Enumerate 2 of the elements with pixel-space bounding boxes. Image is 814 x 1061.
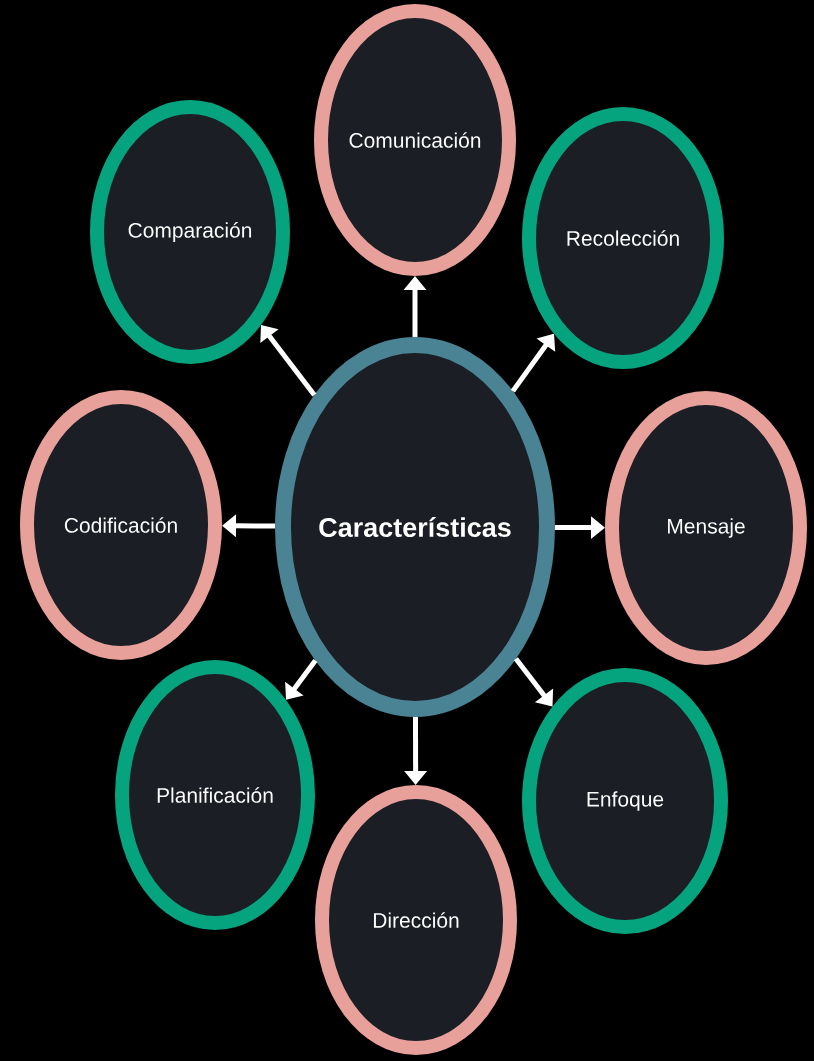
arrow	[260, 325, 317, 397]
arrow	[285, 659, 318, 700]
